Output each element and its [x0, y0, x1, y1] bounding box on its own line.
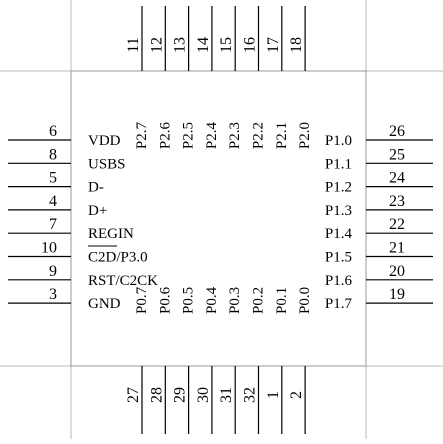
pin-number-right-21: 21 — [389, 240, 405, 257]
pin-number-right-24: 24 — [389, 170, 405, 187]
pin-number-top-12: 12 — [148, 37, 165, 53]
pin-number-top-17: 17 — [265, 37, 282, 53]
pin-label-right-20: P1.6 — [325, 273, 353, 289]
chip-body — [70, 70, 367, 367]
pin-label-top-13: P2.5 — [181, 122, 197, 149]
pin-number-right-26: 26 — [389, 123, 405, 140]
pin-number-bottom-32: 32 — [242, 387, 259, 403]
pin-label-bottom-31: P0.3 — [227, 287, 243, 314]
pin-number-left-9: 9 — [49, 263, 57, 280]
pin-label-right-25: P1.1 — [325, 156, 352, 172]
pin-number-top-18: 18 — [288, 37, 305, 53]
pin-number-right-19: 19 — [389, 286, 405, 303]
pin-label-top-18: P2.0 — [297, 122, 313, 149]
pin-label-top-14: P2.4 — [204, 122, 220, 150]
pin-label-bottom-27: P0.7 — [134, 286, 150, 314]
pin-label-left-5: D- — [88, 180, 104, 196]
pin-label-top-17: P2.1 — [274, 122, 290, 149]
pin-number-top-14: 14 — [195, 37, 212, 53]
pin-label-top-15: P2.3 — [227, 122, 243, 149]
pin-label-right-22: P1.4 — [325, 226, 353, 242]
pin-label-left-7: REGIN — [88, 226, 134, 242]
pin-number-left-4: 4 — [49, 193, 57, 210]
pin-number-top-13: 13 — [172, 37, 189, 53]
pin-number-left-6: 6 — [49, 123, 57, 140]
pin-number-right-20: 20 — [389, 263, 405, 280]
pin-label-bottom-2: P0.0 — [297, 287, 313, 314]
pin-label-bottom-30: P0.4 — [204, 286, 220, 314]
pin-number-bottom-31: 31 — [218, 387, 235, 403]
pin-number-bottom-2: 2 — [288, 391, 305, 399]
pin-number-right-25: 25 — [389, 146, 405, 163]
pin-label-bottom-1: P0.1 — [274, 287, 290, 314]
pin-number-right-23: 23 — [389, 193, 405, 210]
pin-number-bottom-28: 28 — [148, 387, 165, 403]
pin-label-bottom-32: P0.2 — [251, 287, 267, 314]
pin-label-left-10: C2D/P3.0 — [88, 250, 148, 266]
pin-label-left-8: USBS — [88, 156, 126, 172]
pin-label-left-6: VDD — [88, 133, 121, 149]
pin-label-right-21: P1.5 — [325, 250, 352, 266]
pin-label-left-9: RST/C2CK — [88, 273, 158, 289]
pin-number-left-5: 5 — [49, 170, 57, 187]
pin-label-left-4: D+ — [88, 203, 107, 219]
pin-label-top-16: P2.2 — [251, 122, 267, 149]
pin-number-top-11: 11 — [125, 37, 142, 52]
pin-number-bottom-29: 29 — [172, 387, 189, 403]
pin-number-left-10: 10 — [41, 240, 57, 257]
pin-number-top-15: 15 — [218, 37, 235, 53]
pin-number-left-3: 3 — [49, 286, 57, 303]
pin-number-left-7: 7 — [49, 216, 57, 233]
pin-label-top-11: P2.7 — [134, 122, 150, 150]
pin-label-left-3: GND — [88, 296, 121, 312]
pin-label-bottom-29: P0.5 — [181, 287, 197, 314]
pin-label-right-23: P1.3 — [325, 203, 352, 219]
pin-label-bottom-28: P0.6 — [157, 286, 173, 314]
pin-number-bottom-27: 27 — [125, 387, 142, 403]
pin-number-top-16: 16 — [242, 37, 259, 53]
pin-number-right-22: 22 — [389, 216, 405, 233]
pin-label-right-19: P1.7 — [325, 296, 353, 312]
pin-label-top-12: P2.6 — [157, 122, 173, 150]
pin-label-right-24: P1.2 — [325, 180, 352, 196]
pin-number-left-8: 8 — [49, 146, 57, 163]
pin-number-bottom-30: 30 — [195, 387, 212, 403]
pin-number-bottom-1: 1 — [265, 391, 282, 399]
pin-label-right-26: P1.0 — [325, 133, 352, 149]
